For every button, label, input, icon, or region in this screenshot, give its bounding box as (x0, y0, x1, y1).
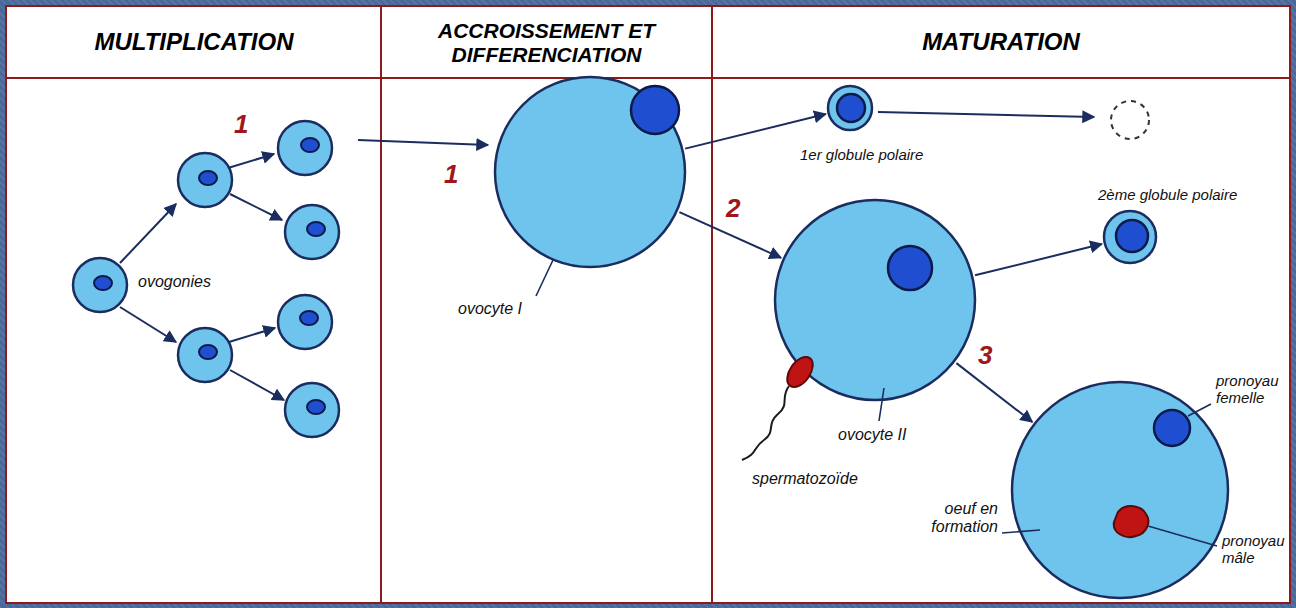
callout-number: 1 (444, 160, 458, 190)
degenerating-polar-body (1111, 101, 1149, 139)
cell-shape (775, 200, 975, 400)
cell: ovocyte I (495, 77, 685, 267)
header-cell: ACCROISSEMENT ET DIFFERENCIATION (382, 8, 711, 77)
cell-label: 1er globule polaire (800, 146, 923, 163)
callout-number: 2 (726, 194, 740, 224)
header-cell: MATURATION (713, 8, 1289, 77)
cell: ovocyte II (775, 200, 975, 400)
ovogonie-cells (73, 121, 339, 437)
callout-number: 3 (978, 341, 992, 371)
column-heading: ACCROISSEMENT ET DIFFERENCIATION (417, 19, 677, 65)
cell-label: ovocyte II (838, 426, 906, 444)
cell-shape (828, 86, 872, 130)
panel (6, 6, 1290, 603)
cell-shape (1012, 382, 1228, 598)
callout-number: 1 (234, 110, 248, 140)
cell: oeuf en formationpronoyau femellepronoya… (1012, 382, 1228, 598)
arrow-connector (975, 244, 1102, 275)
cell-label: ovocyte I (458, 300, 522, 318)
text-label: spermatozoïde (752, 470, 858, 488)
arrow-connector (956, 363, 1032, 422)
table-lines (6, 6, 1290, 603)
column-heading: MULTIPLICATION (94, 29, 293, 55)
cell-label: pronoyau femelle (1216, 372, 1290, 407)
cell-label: pronoyau mâle (1222, 532, 1290, 567)
header-cell: MULTIPLICATION (8, 8, 380, 77)
arrow-connector (685, 114, 826, 149)
column-heading: MATURATION (922, 29, 1080, 55)
cell-shape (1104, 211, 1156, 263)
cell: 1er globule polaire (828, 86, 872, 130)
text-label: ovogonies (138, 273, 211, 291)
cell-shape (495, 77, 685, 267)
cell-label: 2ème globule polaire (1098, 186, 1237, 203)
cell-label: oeuf en formation (900, 500, 998, 537)
cell: 2ème globule polaire (1104, 211, 1156, 263)
